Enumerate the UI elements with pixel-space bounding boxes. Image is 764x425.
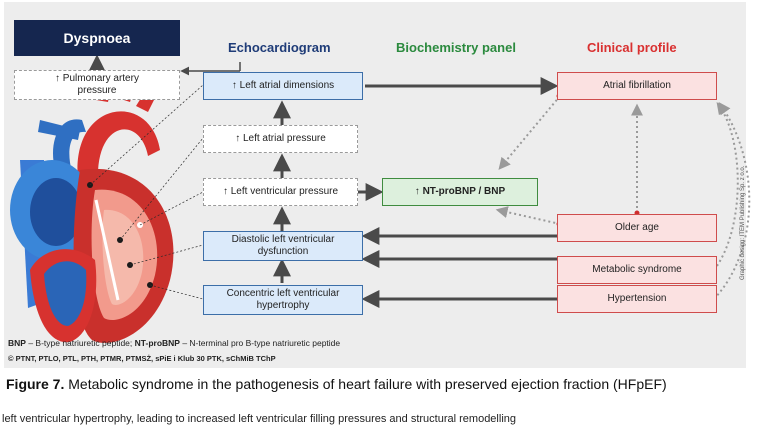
left-atrial-pressure-box: ↑ Left atrial pressure [203,125,358,153]
nt-probnp-box: ↑ NT-proBNP / BNP [382,178,538,206]
figure-caption: Figure 7. Metabolic syndrome in the path… [6,376,667,392]
older-age-box: Older age [557,214,717,242]
societies-footnote: © PTNT, PTLO, PTL, PTH, PTMR, PTMSŻ, sPi… [8,354,276,363]
hypertension-box: Hypertension [557,285,717,313]
dyspnoea-title: Dyspnoea [14,20,180,56]
metabolic-syndrome-box: Metabolic syndrome [557,256,717,284]
abbreviation-footnote: BNP – B-type natriuretic peptide; NT-pro… [8,338,340,348]
biochemistry-header: Biochemistry panel [396,40,516,55]
pulmonary-artery-pressure-box: ↑ Pulmonary artery pressure [14,70,180,100]
left-atrial-dimensions-box: ↑ Left atrial dimensions [203,72,363,100]
heart-illustration [10,78,174,343]
body-text-fragment: left ventricular hypertrophy, leading to… [2,413,516,425]
concentric-hypertrophy-box: Concentric left ventricular hypertrophy [203,285,363,315]
diastolic-dysfunction-box: Diastolic left ventricular dysfunction [203,231,363,261]
left-ventricular-pressure-box: ↑ Left ventricular pressure [203,178,358,206]
nt-abbr: NT-proBNP [134,338,180,348]
caption-text: Metabolic syndrome in the pathogenesis o… [64,376,667,392]
graphic-credit: Graphic design: ITEM Publishing Sp. z o.… [740,165,746,280]
bnp-definition: – B-type natriuretic peptide; [25,338,135,348]
nt-definition: – N-terminal pro B-type natriuretic pept… [179,338,341,348]
atrial-fibrillation-box: Atrial fibrillation [557,72,717,100]
caption-label: Figure 7. [6,376,65,392]
bnp-abbr: BNP [8,338,26,348]
clinical-profile-header: Clinical profile [587,40,677,55]
echocardiogram-header: Echocardiogram [228,40,331,55]
